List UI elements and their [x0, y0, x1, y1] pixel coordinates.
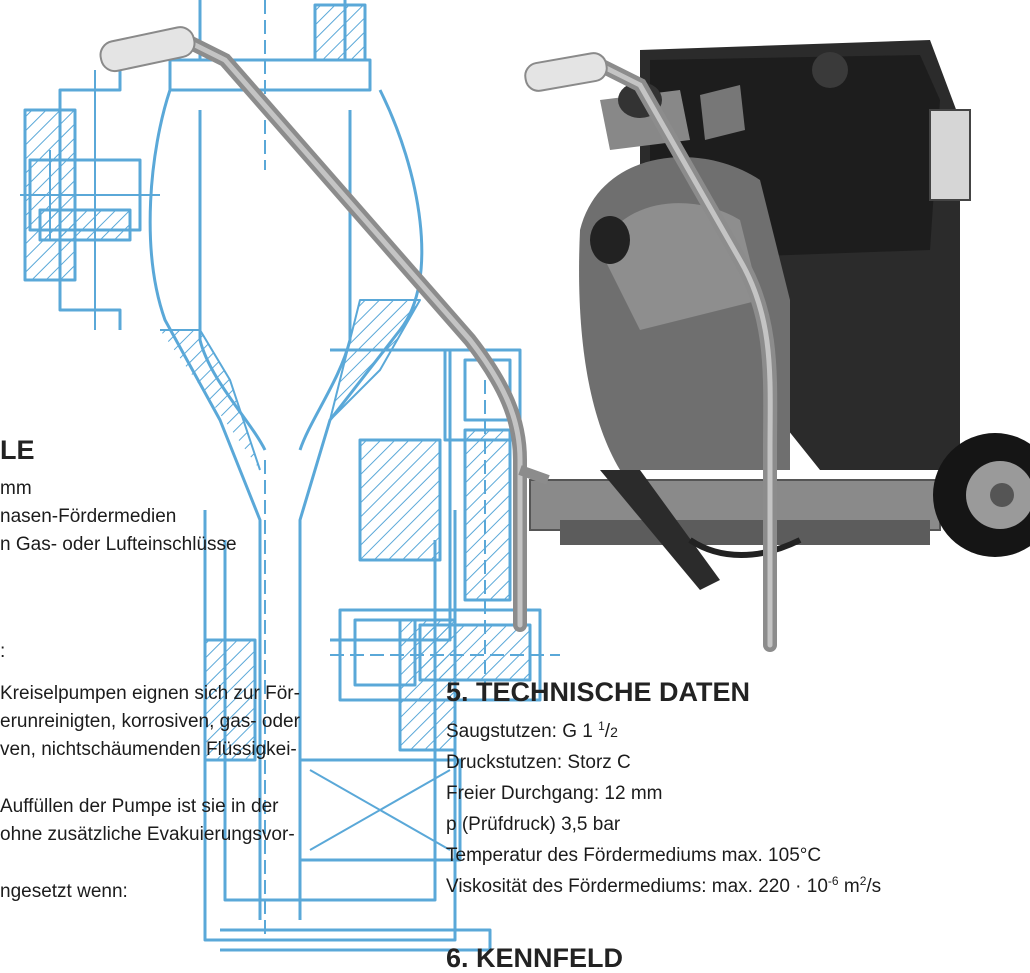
section-heading-fragment: LE: [0, 435, 35, 465]
body-line: Auffüllen der Pumpe ist sie in der: [0, 796, 279, 817]
viscosity-spec: Viskosität des Fördermediums: max. 220 ·…: [446, 874, 882, 897]
stray-mark: :: [0, 641, 6, 662]
body-line: ven, nichtschäumenden Flüssigkei-: [0, 739, 297, 760]
technical-data-heading: 5. TECHNISCHE DATEN: [446, 677, 751, 707]
temperature-spec: Temperatur des Fördermediums max. 105°C: [446, 845, 822, 866]
feature-line: n Gas- oder Lufteinschlüsse: [0, 534, 237, 555]
performance-map-heading: 6. KENNFELD: [446, 943, 624, 973]
test-pressure-spec: p (Prüfdruck) 3,5 bar: [446, 814, 621, 835]
body-line: Kreiselpumpen eignen sich zur För-: [0, 683, 300, 704]
feature-line: nasen-Fördermedien: [0, 506, 177, 527]
body-line: ngesetzt wenn:: [0, 881, 128, 902]
pressure-nozzle-spec: Druckstutzen: Storz C: [446, 752, 631, 773]
free-passage-spec: Freier Durchgang: 12 mm: [446, 783, 663, 804]
body-line: ohne zusätzliche Evakuierungsvor-: [0, 824, 295, 845]
feature-line: mm: [0, 478, 32, 499]
suction-nozzle-spec: Saugstutzen: G 1 1/2: [446, 719, 618, 742]
body-line: erunreinigten, korrosiven, gas- oder: [0, 711, 300, 732]
